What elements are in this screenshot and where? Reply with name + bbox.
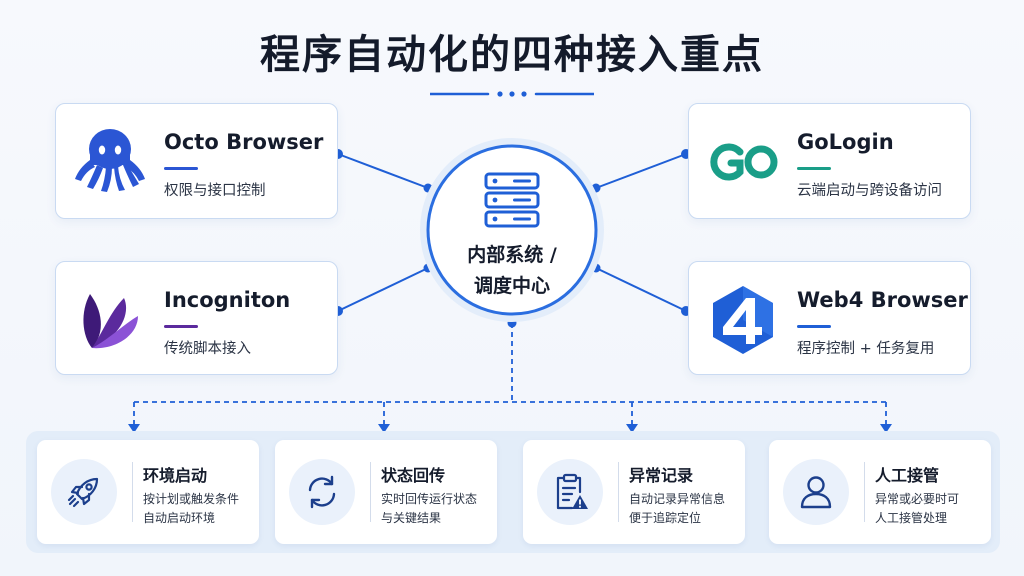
feature-desc-line2: 便于追踪定位	[629, 511, 702, 525]
browser-name: Web4 Browser	[797, 288, 968, 312]
hub-circle	[420, 138, 604, 322]
divider	[370, 462, 371, 522]
accent-bar	[164, 325, 198, 328]
browser-name: Octo Browser	[164, 130, 324, 154]
browser-desc: 传统脚本接入	[164, 341, 251, 357]
accent-bar	[797, 167, 831, 170]
feature-desc-line1: 实时回传运行状态	[381, 492, 478, 506]
feature-icon-circle	[537, 459, 603, 525]
feature-desc: 按计划或触发条件 自动启动环境	[143, 490, 239, 528]
browser-card-gologin[interactable]: GoLogin 云端启动与跨设备访问	[688, 103, 971, 219]
hub-label-line1: 内部系统 /	[467, 244, 557, 266]
browser-name: Incogniton	[164, 288, 291, 312]
feature-icon-circle	[783, 459, 849, 525]
feature-card-env-start[interactable]: 环境启动 按计划或触发条件 自动启动环境	[37, 440, 259, 544]
feature-title: 状态回传	[381, 466, 446, 485]
hub-label-line2: 调度中心	[473, 275, 550, 297]
gologin-logo-icon	[710, 143, 778, 181]
accent-bar	[164, 167, 198, 170]
feature-desc: 异常或必要时可 人工接管处理	[875, 490, 959, 528]
feature-card-manual-takeover[interactable]: 人工接管 异常或必要时可 人工接管处理	[769, 440, 991, 544]
divider	[618, 462, 619, 522]
clipboard-warning-icon	[556, 473, 588, 510]
feature-desc-line1: 异常或必要时可	[875, 492, 960, 506]
page-title: 程序自动化的四种接入重点	[260, 32, 764, 78]
browser-card-octo[interactable]: Octo Browser 权限与接口控制	[55, 103, 338, 219]
browser-desc: 云端启动与跨设备访问	[797, 183, 942, 199]
browser-card-incogniton[interactable]: Incogniton 传统脚本接入	[55, 261, 338, 375]
server-icon	[484, 172, 540, 228]
feature-desc-line1: 按计划或触发条件	[143, 492, 240, 506]
sync-icon	[308, 475, 336, 509]
browser-desc: 程序控制 + 任务复用	[797, 341, 935, 357]
feature-desc-line2: 人工接管处理	[875, 511, 948, 525]
feature-title: 异常记录	[629, 466, 694, 485]
octopus-icon	[75, 129, 145, 192]
accent-bar	[797, 325, 831, 328]
browser-card-web4[interactable]: Web4 Browser 程序控制 + 任务复用	[688, 261, 971, 375]
feature-card-exception-log[interactable]: 异常记录 自动记录异常信息 便于追踪定位	[523, 440, 745, 544]
web4-logo-icon	[713, 286, 773, 354]
incogniton-logo-icon	[83, 294, 138, 349]
hub-label: 内部系统 / 调度中心	[420, 240, 604, 302]
browser-name: GoLogin	[797, 130, 894, 154]
feature-title: 人工接管	[875, 466, 940, 485]
feature-desc-line1: 自动记录异常信息	[629, 492, 726, 506]
feature-icon-circle	[289, 459, 355, 525]
feature-title: 环境启动	[143, 466, 208, 485]
feature-desc-line2: 自动启动环境	[143, 511, 216, 525]
feature-desc: 自动记录异常信息 便于追踪定位	[629, 490, 725, 528]
divider	[132, 462, 133, 522]
feature-icon-circle	[51, 459, 117, 525]
browser-desc: 权限与接口控制	[164, 183, 266, 199]
title-decoration	[430, 91, 594, 97]
rocket-icon	[67, 477, 99, 508]
divider	[864, 462, 865, 522]
feature-desc-line2: 与关键结果	[381, 511, 442, 525]
user-icon	[800, 476, 832, 509]
feature-card-status-report[interactable]: 状态回传 实时回传运行状态 与关键结果	[275, 440, 497, 544]
feature-desc: 实时回传运行状态 与关键结果	[381, 490, 477, 528]
